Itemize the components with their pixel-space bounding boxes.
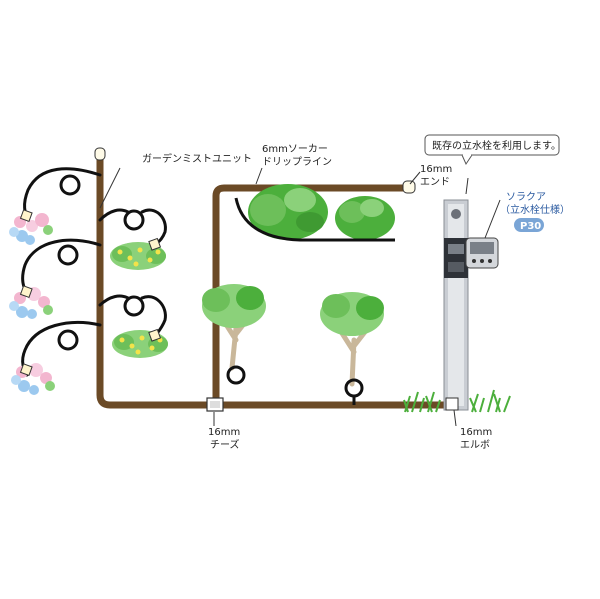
label-tee-name: チーズ <box>210 438 240 451</box>
label-solar-name: ソラクア <box>506 191 546 203</box>
label-soaker-line-1: 6mmソーカー <box>262 143 328 155</box>
hedge-shrubs <box>248 184 395 240</box>
solar-model-badge: P30 <box>514 218 544 232</box>
elbow-fitting <box>445 397 459 411</box>
tee-fitting <box>206 397 224 412</box>
solar-controller-device <box>465 237 499 269</box>
tree-left <box>202 284 266 385</box>
end-cap-16mm <box>402 180 416 194</box>
label-solar-model: P30 <box>520 221 541 232</box>
label-solar-spec: （立水栓仕様） <box>500 203 570 216</box>
end-cap-top-left <box>94 147 106 161</box>
center-riser-pipe <box>212 184 409 404</box>
mist-tubes-left <box>21 167 102 377</box>
tree-right <box>320 292 384 405</box>
label-elbow-size: 16mm <box>460 427 492 438</box>
leader-lines <box>99 167 501 427</box>
left-riser-pipe <box>96 156 454 409</box>
label-end-size: 16mm <box>420 164 452 175</box>
mist-nozzles-left <box>19 209 33 377</box>
water-post <box>443 199 469 411</box>
grass <box>403 389 511 413</box>
flower-cluster-left-3 <box>11 363 55 395</box>
label-callout: 既存の立水栓を利用します。 <box>432 139 561 152</box>
label-tee-size: 16mm <box>208 427 240 438</box>
mist-nozzles-right <box>148 237 162 342</box>
label-end-name: エンド <box>420 177 450 188</box>
label-elbow-name: エルボ <box>460 439 490 451</box>
soaker-drip-line <box>234 197 395 242</box>
mist-tubes-right <box>98 208 167 338</box>
callout-box: 既存の立水栓を利用します。 <box>424 134 561 166</box>
flower-cluster-left-1 <box>9 213 53 245</box>
label-garden-mist-unit: ガーデンミストユニット <box>142 152 252 165</box>
yellow-bush-2 <box>112 330 168 358</box>
label-soaker-line-2: ドリップライン <box>262 156 332 168</box>
